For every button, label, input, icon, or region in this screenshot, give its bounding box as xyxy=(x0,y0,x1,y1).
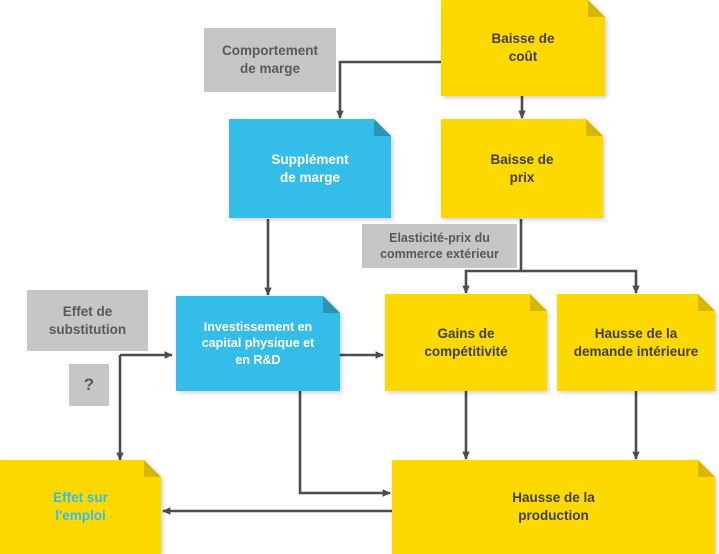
node-effet-sur-emploi[interactable]: Effet sur l'emploi xyxy=(0,460,161,554)
node-baisse-prix[interactable]: Baisse de prix xyxy=(441,119,603,218)
node-background xyxy=(385,294,547,391)
node-background xyxy=(441,119,603,218)
folded-corner-icon xyxy=(374,119,391,136)
node-background xyxy=(0,460,161,554)
folded-corner-icon xyxy=(586,119,603,136)
node-label: Supplément de marge xyxy=(271,151,349,185)
node-background xyxy=(229,119,391,218)
node-background xyxy=(557,294,715,391)
node-hausse-demande-interieure[interactable]: Hausse de la demande intérieure xyxy=(557,294,715,391)
folded-corner-icon xyxy=(530,294,547,311)
node-label: Elasticité-prix du commerce extérieur xyxy=(380,230,499,262)
folded-corner-icon xyxy=(588,0,605,17)
node-background xyxy=(176,296,340,391)
node-label: Effet sur l'emploi xyxy=(53,490,108,523)
node-label: Baisse de prix xyxy=(490,151,554,185)
node-label: Baisse de coût xyxy=(491,31,555,64)
edge-prix-to-demande xyxy=(521,269,640,294)
node-label: Hausse de la demande intérieure xyxy=(573,325,699,359)
node-label: ? xyxy=(83,374,95,394)
node-label: Effet de substitution xyxy=(48,303,127,337)
folded-corner-icon xyxy=(698,460,715,477)
edge-investissement-to-production xyxy=(298,391,391,497)
node-gains-competitivite[interactable]: Gains de compétitivité xyxy=(385,294,547,391)
folded-corner-icon xyxy=(698,294,715,311)
node-label: Investissement en capital physique et en… xyxy=(201,319,315,367)
edge-cout-to-supplement xyxy=(336,60,443,119)
node-background xyxy=(441,0,605,96)
node-label: Hausse de la production xyxy=(512,490,595,523)
edge-prix-to-gains xyxy=(462,219,523,294)
node-supplement-de-marge[interactable]: Supplément de marge xyxy=(229,119,391,218)
node-label: Comportement de marge xyxy=(221,43,318,76)
node-question-mark[interactable]: ? xyxy=(69,364,109,406)
node-hausse-production[interactable]: Hausse de la production xyxy=(392,460,715,554)
node-effet-de-substitution[interactable]: Effet de substitution xyxy=(27,290,148,351)
folded-corner-icon xyxy=(323,296,340,313)
node-label: Gains de compétitivité xyxy=(424,325,508,359)
node-background xyxy=(392,460,715,554)
node-baisse-cout[interactable]: Baisse de coût xyxy=(441,0,605,96)
node-elasticite-prix[interactable]: Elasticité-prix du commerce extérieur xyxy=(362,224,517,268)
folded-corner-icon xyxy=(144,460,161,477)
node-investissement[interactable]: Investissement en capital physique et en… xyxy=(176,296,340,391)
node-comportement-de-marge[interactable]: Comportement de marge xyxy=(204,28,336,92)
